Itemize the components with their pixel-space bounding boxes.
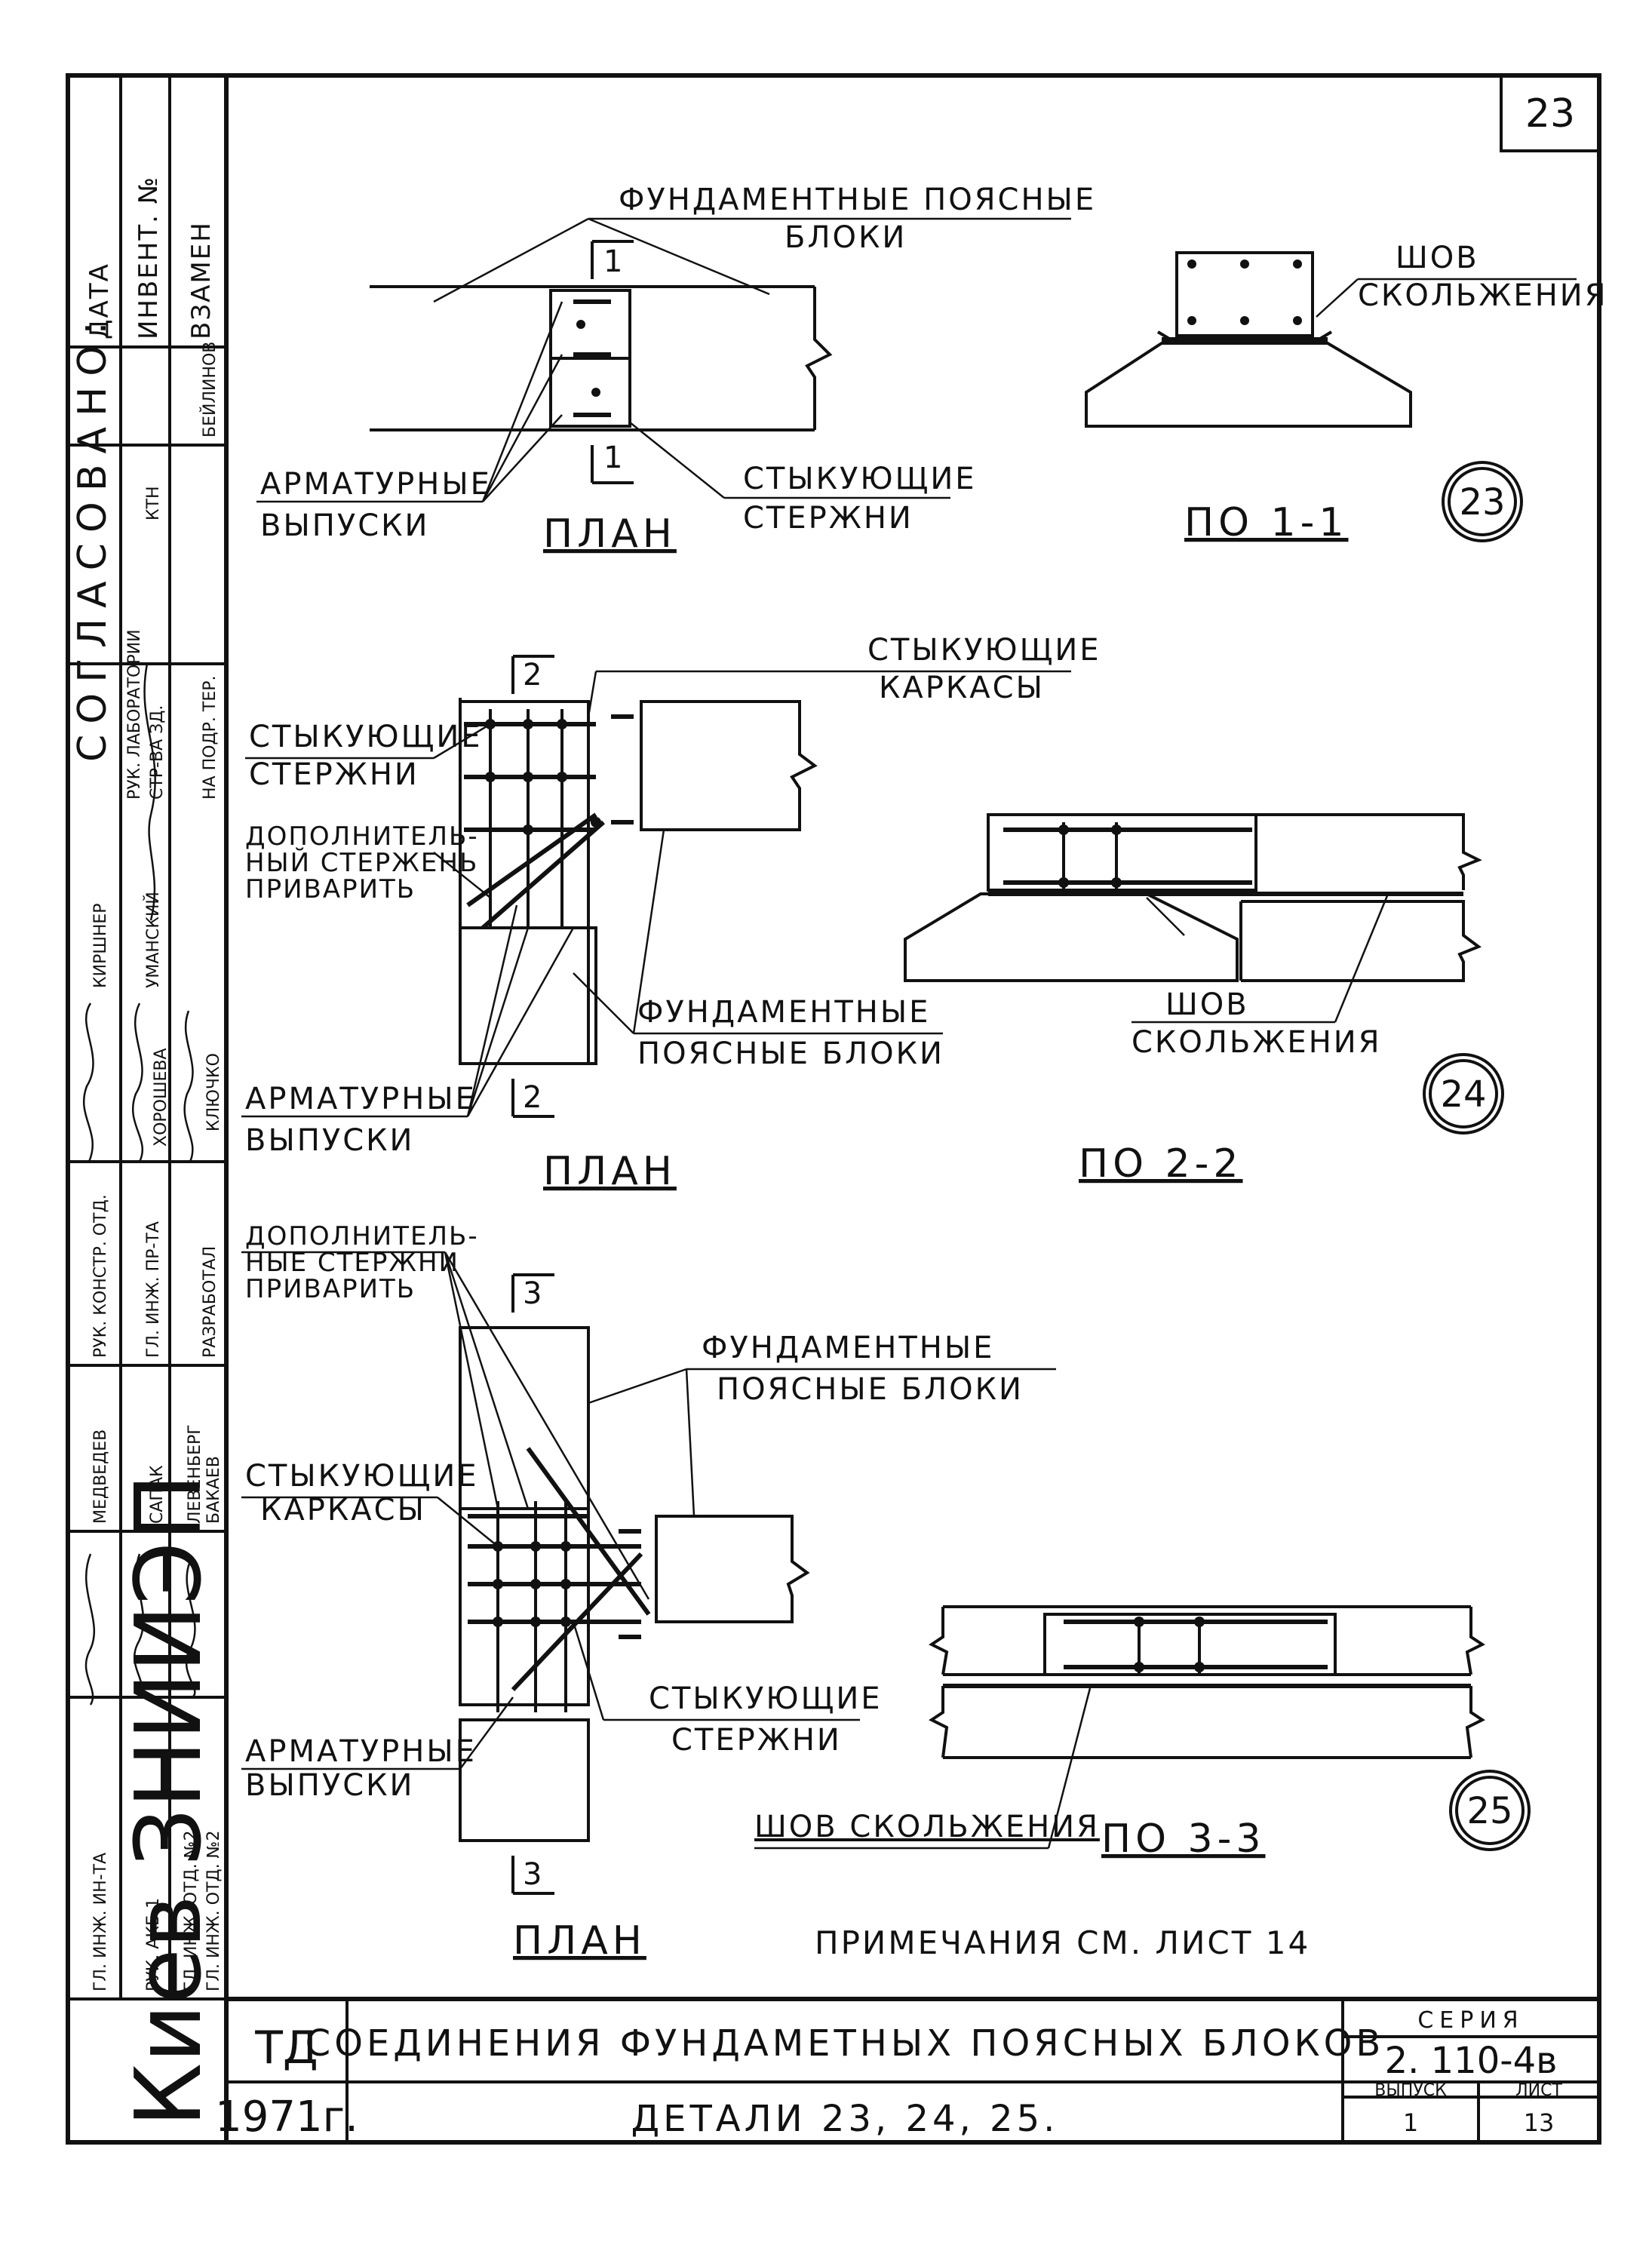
label-blocks: ПОЯСНЫЕ БЛОКИ [637,1036,944,1071]
signer-position: РАЗРАБОТАЛ [201,1246,220,1358]
label-rebar: ВЫПУСКИ [245,1123,414,1158]
col-date: ДАТА [84,263,115,339]
section-mark: 1 [603,441,625,475]
section-mark: 3 [523,1857,544,1892]
label-rebar: АРМАТУРНЫЕ [260,467,492,502]
section-mark: 1 [603,244,625,279]
detail-24: 2 2 СТЫКУЮЩИЕ КАРКАСЫ СТЫКУЮЩИЕ СТЕРЖНИ … [241,633,1504,1194]
label-seam: СКОЛЬЖЕНИЯ [1132,1025,1381,1060]
signer-name: САПАК [148,1465,167,1524]
section-mark: 2 [523,1080,544,1115]
label-rebar: ВЫПУСКИ [245,1768,414,1803]
approval-strip: ДАТА ИНВЕНТ. № ВЗАМЕН СОГЛАСОВАНО: КТН Б… [68,75,226,2127]
series-value: 2. 110-4в [1385,2040,1558,2082]
title-code: ТД [254,2022,318,2074]
signer-name: БАКАЕВ [204,1456,223,1524]
title-block: ТД 1971г. СОЕДИНЕНИЯ ФУНДАМЕТНЫХ ПОЯСНЫХ… [215,1997,1599,2142]
label-rods: СТЫКУЮЩИЕ [249,720,483,754]
signer-name: КИРШНЕР [91,903,110,988]
signature-scribble [84,1553,96,1706]
signature-scribble [131,1003,144,1162]
approval-header: СОГЛАСОВАНО: [70,311,115,762]
section-title: ПО 1-1 [1184,500,1349,545]
label-rods: СТЫКУЮЩИЕ [743,462,977,496]
label-frames: СТЫКУЮЩИЕ [245,1459,479,1494]
label-seam: ШОВ СКОЛЬЖЕНИЯ [754,1810,1100,1844]
approval-role: РУК. ЛАБОРАТОРИИ [125,629,144,800]
detail-number: 25 [1466,1790,1512,1832]
org-stamp: Киев ЗНИИЭП [117,1473,222,2127]
section-mark: 2 [523,658,544,692]
signer-position: ГЛ. ИНЖ. ОТД. №2 [182,1831,201,1991]
label-frames: КАРКАСЫ [260,1493,426,1528]
signer-position: РУК. АКБ-1 [144,1898,163,1991]
label-blocks: БЛОКИ [785,220,907,255]
page-number: 23 [1525,91,1575,137]
issue-value: 1 [1403,2108,1418,2137]
series-label: СЕРИЯ [1417,2007,1524,2034]
label-frames: СТЫКУЮЩИЕ [867,633,1101,668]
label-blocks: ФУНДАМЕНТНЫЕ ПОЯСНЫЕ [619,183,1096,217]
approval-role: НА ПОДР. ТЕР. [201,676,220,800]
signer-name: МЕДВЕДЕВ [91,1429,110,1524]
signature-scribble [133,1553,145,1698]
plan-title: ПЛАН [543,511,677,557]
signer-position: РУК. КОНСТР. ОТД. [91,1194,110,1358]
label-additional-rods: ДОПОЛНИТЕЛЬ- [245,1221,479,1251]
label-seam: ШОВ [1165,987,1249,1022]
label-blocks: ФУНДАМЕНТНЫЕ [637,995,930,1030]
label-rods: СТЕРЖНИ [249,757,419,792]
issue-label: ВЫПУСК [1374,2081,1447,2100]
signer-name: КЛЮЧКО [204,1053,223,1132]
sheet-frame [66,73,1601,2145]
title-year: 1971г. [215,2093,358,2142]
label-frames: КАРКАСЫ [879,671,1045,705]
page-number-box [1500,74,1601,152]
plan-title: ПЛАН [543,1149,677,1194]
section-title: ПО 2-2 [1079,1141,1243,1187]
label-rods: СТЫКУЮЩИЕ [649,1681,883,1716]
label-blocks: ФУНДАМЕНТНЫЕ [702,1331,994,1365]
col-replaces: ВЗАМЕН [186,221,216,339]
label-rods: СТЕРЖНИ [743,501,914,536]
label-additional-rod: ДОПОЛНИТЕЛЬ- [245,821,479,852]
detail-23: 1 1 ФУНДАМЕНТНЫЕ ПОЯСНЫЕ БЛОКИ АРМАТУРНЫ… [256,183,1607,557]
approval-role: СТР-ВА ЗД. [148,705,167,800]
signature-scribble [82,1003,94,1162]
section-mark: 3 [523,1276,544,1311]
approval-role: КТН [144,486,163,520]
signer-position: ГЛ. ИНЖ. ИН-ТА [91,1853,110,1991]
section-title: ПО 3-3 [1101,1816,1266,1862]
col-inventory: ИНВЕНТ. № [134,176,164,339]
label-additional-rods: НЫЕ СТЕРЖНИ [245,1248,459,1278]
signer-name: ХОРОШЕВА [152,1048,170,1147]
signer-position: ГЛ. ИНЖ. ПР-ТА [144,1221,163,1358]
drawing-title: СОЕДИНЕНИЯ ФУНДАМЕТНЫХ ПОЯСНЫХ БЛОКОВ [306,2022,1385,2065]
label-seam: ШОВ [1396,241,1479,275]
label-rebar: АРМАТУРНЫЕ [245,1734,477,1769]
sheet-value: 13 [1524,2108,1555,2137]
signer-name: ЛЕВЕНБЕРГ [186,1424,204,1524]
label-additional-rod: ПРИВАРИТЬ [245,874,416,904]
detail-number: 23 [1459,481,1505,524]
drawing-subtitle: ДЕТАЛИ 23, 24, 25. [631,2098,1059,2140]
signer-position: ГЛ. ИНЖ. ОТД. №2 [204,1831,223,1991]
label-rebar: АРМАТУРНЫЕ [245,1082,477,1116]
notes-reference: ПРИМЕЧАНИЯ СМ. ЛИСТ 14 [815,1924,1310,1961]
label-additional-rods: ПРИВАРИТЬ [245,1274,416,1304]
signature-scribble [143,663,156,921]
signature-scribble [185,1561,196,1698]
sheet-label: ЛИСТ [1515,2081,1562,2100]
approval-name: БЕЙЛИНОВ [200,342,220,438]
plan-title: ПЛАН [513,1918,646,1964]
detail-25: 3 3 ДОПОЛНИТЕЛЬ- НЫЕ СТЕРЖНИ ПРИВАРИТЬ Ф… [241,1221,1531,1964]
label-blocks: ПОЯСНЫЕ БЛОКИ [717,1372,1024,1407]
label-seam: СКОЛЬЖЕНИЯ [1358,278,1607,313]
signature-scribble [183,1010,194,1162]
label-additional-rod: НЫЙ СТЕРЖЕНЬ [245,847,478,878]
label-rebar: ВЫПУСКИ [260,508,429,543]
detail-number: 24 [1440,1073,1486,1116]
label-rods: СТЕРЖНИ [671,1723,842,1758]
